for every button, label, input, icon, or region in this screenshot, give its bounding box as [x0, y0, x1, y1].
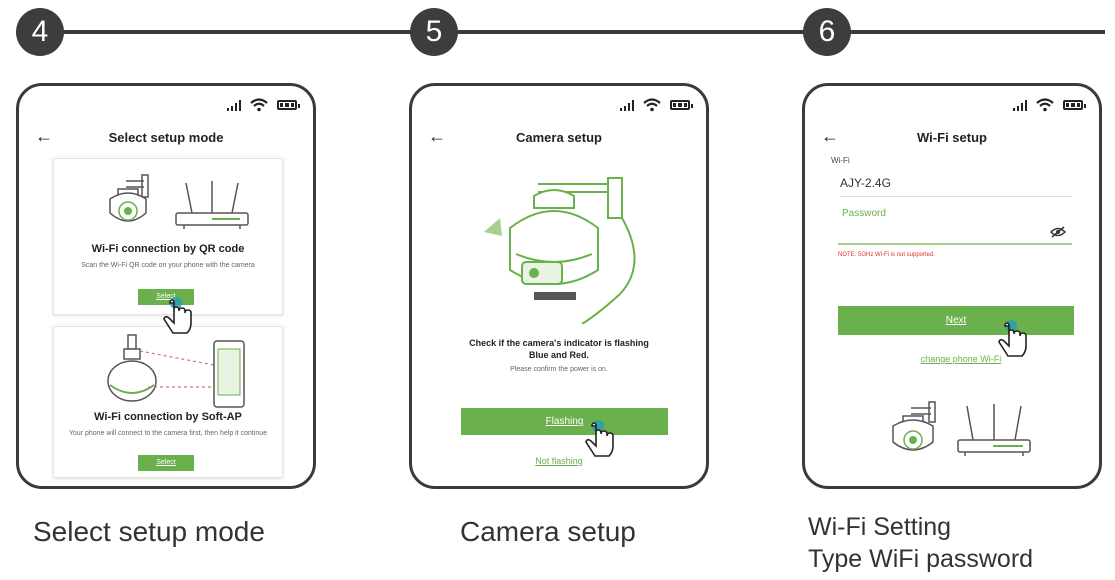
hand-pointer-icon: [163, 297, 192, 334]
battery-icon: [670, 100, 693, 110]
screen-title: Camera setup: [516, 130, 602, 145]
caption-step-5: Camera setup: [460, 516, 636, 547]
phone-screen-camera-setup: ← Camera setup Check if the camera's ind…: [409, 83, 709, 489]
wifi-icon: [1036, 98, 1054, 112]
wifi-label: Wi-Fi: [831, 156, 850, 165]
back-arrow-icon[interactable]: ←: [821, 126, 839, 146]
status-bar: [620, 98, 693, 112]
wifi-icon: [643, 98, 661, 112]
camera-illustration: [107, 334, 245, 408]
back-arrow-icon[interactable]: ←: [428, 126, 446, 146]
password-placeholder: Password: [842, 208, 886, 219]
signal-icon: [227, 99, 241, 111]
step-connector-line: [40, 30, 1105, 34]
card-title-softap: Wi-Fi connection by Soft-AP: [94, 411, 242, 423]
card-title-qr: Wi-Fi connection by QR code: [91, 243, 245, 255]
screen-title: Wi-Fi setup: [917, 130, 987, 145]
router-illustration: [957, 404, 1031, 456]
wifi-softap-card[interactable]: Wi-Fi connection by Soft-AP Your phone w…: [53, 326, 283, 478]
not-flashing-link[interactable]: Not flashing: [535, 456, 583, 466]
caption-step-6-line1: Wi-Fi Setting: [808, 513, 952, 541]
card-desc-softap: Your phone will connect to the camera fi…: [68, 430, 268, 437]
signal-icon: [1013, 99, 1027, 111]
wifi-ssid-field[interactable]: AJY-2.4G: [840, 176, 1072, 197]
status-bar: [1013, 98, 1086, 112]
card-desc-qr: Scan the Wi-Fi QR code on your phone wit…: [81, 262, 255, 269]
camera-illustration: [109, 174, 149, 222]
camera-illustration: [892, 401, 936, 451]
step-4-circle: 4: [16, 8, 64, 56]
select-softap-button[interactable]: Select: [138, 455, 194, 471]
router-illustration: [175, 181, 249, 229]
camera-illustration: [484, 177, 636, 324]
caption-step-6-line2: Type WiFi password: [808, 545, 1034, 573]
eye-off-icon[interactable]: [1050, 226, 1066, 238]
step-6-circle: 6: [803, 8, 851, 56]
hand-pointer-icon: [998, 320, 1027, 357]
next-button[interactable]: Next: [838, 306, 1074, 335]
battery-icon: [1063, 100, 1086, 110]
flash-check-message: Check if the camera's indicator is flash…: [469, 338, 649, 360]
back-arrow-icon[interactable]: ←: [35, 126, 53, 146]
5ghz-note: NOTE: 5GHz Wi-Fi is not supported.: [838, 252, 936, 258]
phone-screen-select-setup-mode: ← Select setup mode Wi-Fi connection by …: [16, 83, 316, 489]
signal-icon: [620, 99, 634, 111]
change-phone-wifi-link[interactable]: change phone Wi-Fi: [920, 354, 1002, 364]
hand-pointer-icon: [585, 420, 614, 457]
wifi-icon: [250, 98, 268, 112]
battery-icon: [277, 100, 300, 110]
caption-step-4: Select setup mode: [33, 516, 265, 547]
flashing-button[interactable]: Flashing: [461, 408, 668, 435]
screen-title: Select setup mode: [108, 130, 224, 145]
step-5-circle: 5: [410, 8, 458, 56]
wifi-qr-card[interactable]: Wi-Fi connection by QR code Scan the Wi-…: [53, 158, 283, 315]
power-hint: Please confirm the power is on.: [510, 366, 608, 373]
status-bar: [227, 98, 300, 112]
password-field[interactable]: Password: [838, 206, 1072, 245]
phone-screen-wifi-setup: ← Wi-Fi setup Wi-Fi AJY-2.4G Password NO…: [802, 83, 1102, 489]
